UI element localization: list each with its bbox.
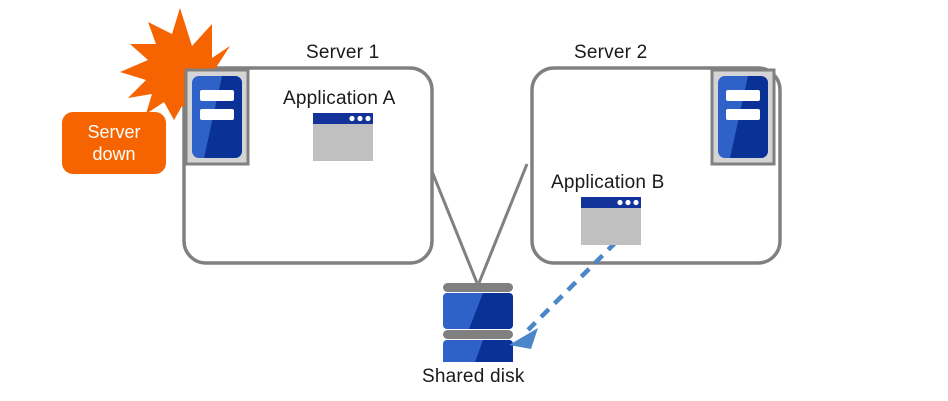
app-window-dot-1: [617, 199, 623, 206]
server-icon-bar-2: [726, 109, 760, 120]
shared-disk-icon[interactable]: [443, 283, 513, 362]
app-window-dot-1: [349, 115, 355, 122]
app-window-dot-2: [357, 115, 363, 122]
app-window-dot-3: [365, 115, 371, 122]
server-icon-bar-1: [726, 90, 760, 101]
server-icon-body: [718, 76, 768, 158]
app-window-titlebar: [581, 197, 641, 208]
server-icon-bar-2: [200, 109, 234, 120]
disk-bar-middle: [443, 330, 513, 339]
server-1-icon[interactable]: [184, 68, 250, 166]
server-icon-bar-1: [200, 90, 234, 101]
server-2-label: Server 2: [574, 42, 648, 63]
server-down-callout[interactable]: Server down: [62, 112, 166, 174]
disk-bar-top: [443, 283, 513, 292]
dashed-arrow-appb-to-disk: [509, 240, 618, 349]
disk-platter-lower: [443, 340, 513, 362]
app-window-titlebar: [313, 113, 373, 124]
disk-platter-upper: [443, 293, 513, 329]
application-b-label: Application B: [551, 172, 665, 193]
application-b-icon[interactable]: [581, 197, 641, 245]
callout-line-2: down: [92, 144, 136, 164]
callout-line-1: Server: [87, 122, 141, 142]
server-icon-body: [192, 76, 242, 158]
application-a-label: Application A: [283, 88, 396, 109]
application-a-icon[interactable]: [313, 113, 373, 161]
app-window-dot-2: [625, 199, 631, 206]
connector-server1-disk: [427, 163, 479, 284]
connector-server2-disk: [477, 163, 529, 284]
server-1-label: Server 1: [306, 42, 380, 63]
app-window-dot-3: [633, 199, 639, 206]
shared-disk-label: Shared disk: [422, 366, 525, 387]
server-2-icon[interactable]: [710, 68, 776, 166]
